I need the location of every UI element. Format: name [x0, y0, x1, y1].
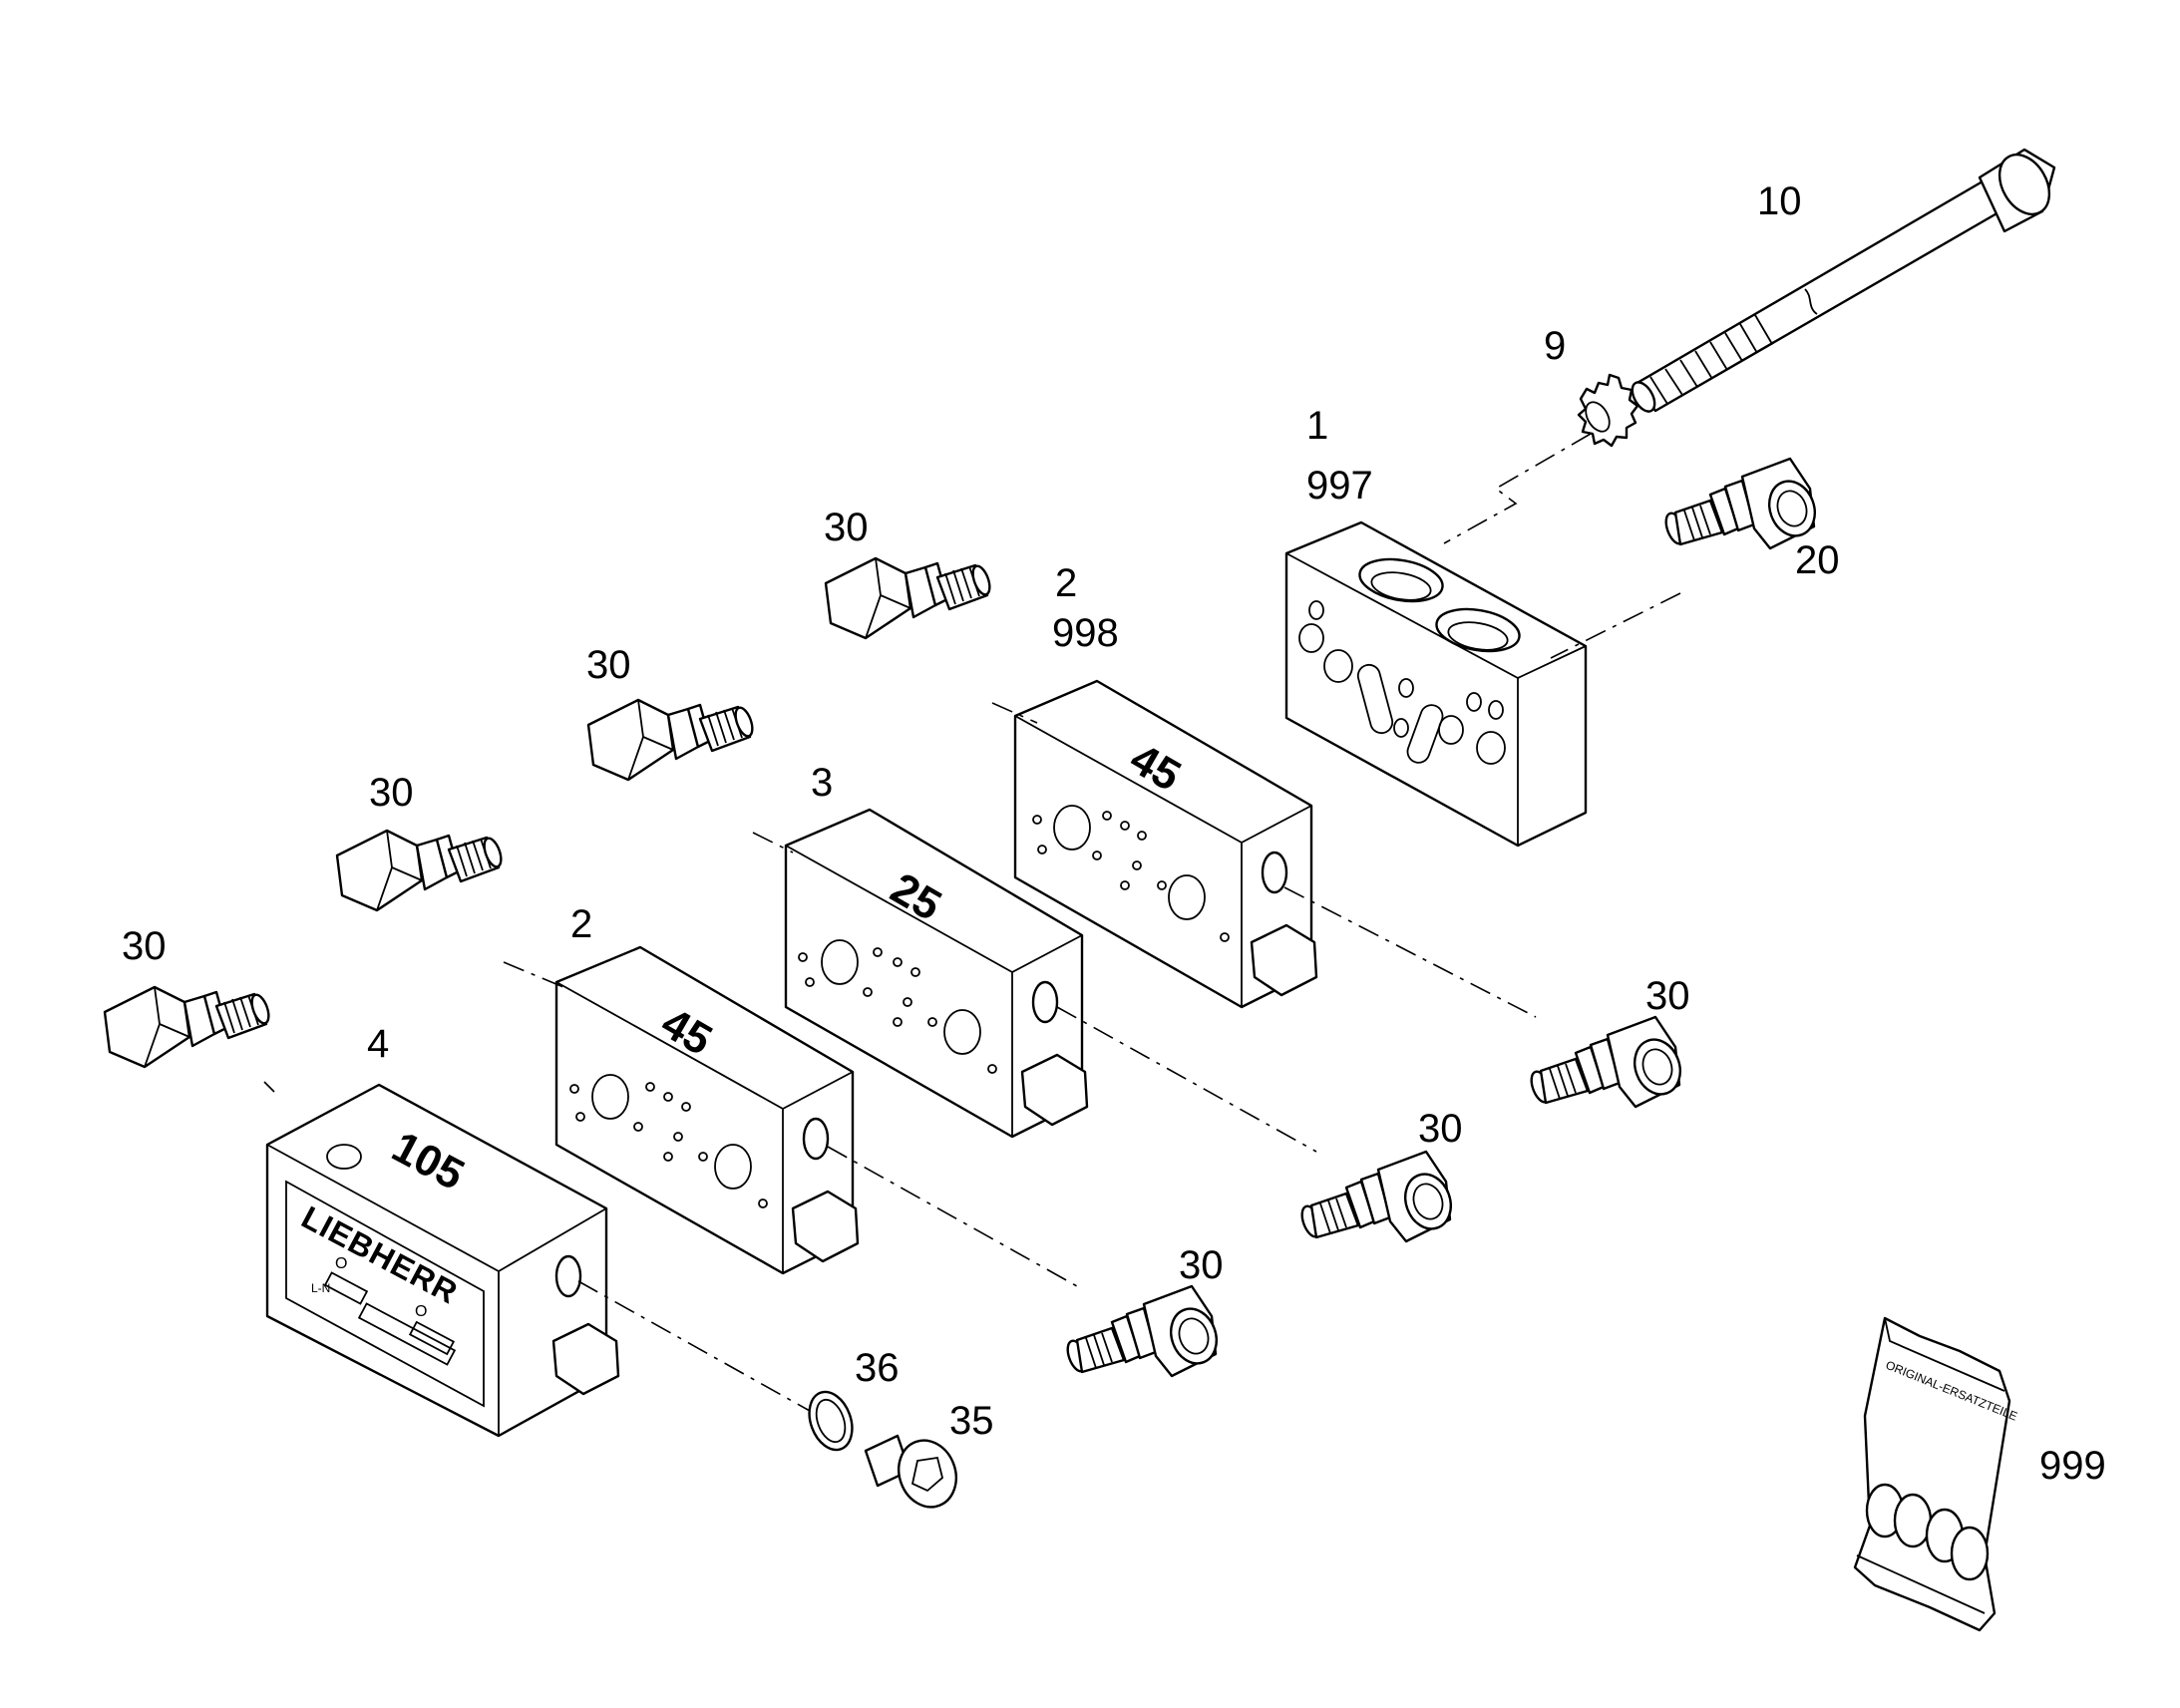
fitting-30-g — [1062, 1284, 1226, 1378]
valve-block-25: 25 — [784, 808, 1089, 1139]
callout-4: 4 — [367, 1022, 389, 1066]
panel-mark-left: O — [335, 1255, 347, 1272]
bolt-10 — [1631, 148, 2056, 413]
callout-30-a: 30 — [824, 506, 869, 549]
assembly-centerlines — [263, 433, 1681, 1412]
fitting-30-a — [824, 556, 994, 640]
callouts: 10 9 1 997 20 2 998 3 2 4 30 30 30 30 30… — [122, 179, 2106, 1488]
seal-ring-36 — [808, 1390, 854, 1452]
callout-998: 998 — [1052, 611, 1119, 655]
callout-2-back: 2 — [1055, 561, 1077, 605]
callout-36: 36 — [855, 1346, 900, 1390]
manifold-block-1 — [1284, 520, 1588, 848]
fitting-20 — [1660, 457, 1824, 550]
valve-block-105: L-N O O LIEBHERR 105 — [265, 1083, 620, 1438]
callout-20: 20 — [1795, 538, 1840, 582]
fitting-30-e — [1526, 1015, 1689, 1109]
callout-2-front: 2 — [570, 902, 592, 946]
callout-30-b: 30 — [586, 643, 631, 687]
fitting-30-f — [1296, 1150, 1460, 1243]
panel-mark-right: O — [415, 1303, 427, 1320]
callout-997: 997 — [1306, 464, 1373, 508]
fitting-30-d — [103, 985, 273, 1069]
callout-30-f: 30 — [1418, 1107, 1463, 1151]
callout-9: 9 — [1544, 324, 1566, 368]
panel-text: L-N — [311, 1281, 330, 1295]
fitting-30-c — [335, 829, 506, 912]
callout-30-d: 30 — [122, 924, 167, 968]
plug-35 — [864, 1434, 957, 1509]
callout-1: 1 — [1306, 404, 1328, 448]
callout-3: 3 — [811, 761, 833, 805]
callout-35: 35 — [949, 1399, 994, 1443]
valve-block-45-front: 45 — [554, 945, 860, 1275]
callout-30-g: 30 — [1179, 1243, 1224, 1287]
valve-block-45-back: 45 — [1013, 679, 1318, 1009]
callout-30-c: 30 — [369, 771, 414, 815]
fitting-30-b — [586, 698, 757, 782]
callout-30-e: 30 — [1645, 974, 1690, 1018]
lock-washer-9 — [1577, 373, 1639, 448]
callout-10: 10 — [1757, 179, 1802, 223]
callout-999: 999 — [2039, 1444, 2106, 1488]
seal-kit-bag-999: ORIGINAL-ERSATZTEILE — [1853, 1316, 2019, 1632]
